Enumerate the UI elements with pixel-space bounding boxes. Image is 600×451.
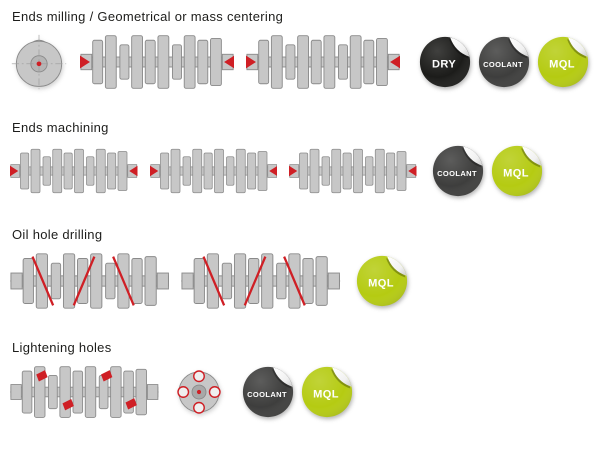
process-title-ends-milling: Ends milling / Geometrical or mass cente… [12, 9, 284, 24]
process-illustrations [10, 147, 417, 195]
process-row-ends-milling: Ends milling / Geometrical or mass cente… [10, 10, 590, 91]
lubrication-badges: DRY COOLANT MQL [418, 35, 590, 89]
process-strip: MQL [10, 251, 590, 311]
process-strip: COOLANT MQL [10, 144, 590, 198]
badge-label: MQL [549, 58, 575, 70]
crankshaft-ends-machining-illustration-1 [10, 147, 138, 195]
crank-end-view-lightening-holes-illustration [177, 370, 221, 414]
badge-label: COOLANT [437, 169, 477, 178]
process-illustrations [10, 33, 400, 91]
process-row-lightening-holes: Lightening holes COOLANT [10, 341, 590, 420]
badge-label: COOLANT [247, 390, 287, 399]
crankshaft-ends-milling-illustration-1 [80, 33, 234, 91]
crankshaft-oil-hole-drilling-illustration-1 [10, 251, 169, 311]
process-row-ends-machining: Ends machining COOLANT [10, 121, 590, 198]
process-title-ends-machining: Ends machining [12, 120, 109, 135]
process-strip: COOLANT MQL [10, 364, 590, 420]
badge-coolant: COOLANT [478, 36, 530, 88]
badge-mql: MQL [356, 255, 407, 307]
badge-label: DRY [432, 58, 456, 70]
lubrication-badges: MQL [355, 254, 409, 308]
badge-dry: DRY [419, 36, 471, 88]
badge-label: MQL [503, 167, 529, 179]
process-illustrations [10, 364, 227, 420]
crankshaft-oil-hole-drilling-illustration-2 [181, 251, 340, 311]
crankshaft-ends-milling-illustration-2 [246, 33, 400, 91]
process-title-oil-hole-drilling: Oil hole drilling [12, 227, 103, 242]
badge-label: MQL [368, 277, 394, 289]
process-title-lightening-holes: Lightening holes [12, 340, 112, 355]
process-strip: DRY COOLANT MQL [10, 33, 590, 91]
crankshaft-ends-machining-illustration-2 [150, 147, 278, 195]
badge-label: COOLANT [483, 60, 523, 69]
process-illustrations [10, 251, 341, 311]
badge-coolant: COOLANT [242, 366, 293, 418]
badge-mql: MQL [537, 36, 589, 88]
lubrication-badges: COOLANT MQL [241, 365, 354, 419]
badge-mql: MQL [301, 366, 352, 418]
badge-label: MQL [313, 388, 339, 400]
badge-coolant: COOLANT [432, 145, 483, 197]
crankshaft-ends-machining-illustration-3 [289, 147, 417, 195]
crankshaft-lightening-holes-illustration [10, 364, 159, 420]
process-row-oil-hole-drilling: Oil hole drilling MQL [10, 228, 590, 311]
crank-end-view-centering-illustration [11, 34, 67, 90]
lubrication-badges: COOLANT MQL [431, 144, 544, 198]
badge-mql: MQL [491, 145, 542, 197]
